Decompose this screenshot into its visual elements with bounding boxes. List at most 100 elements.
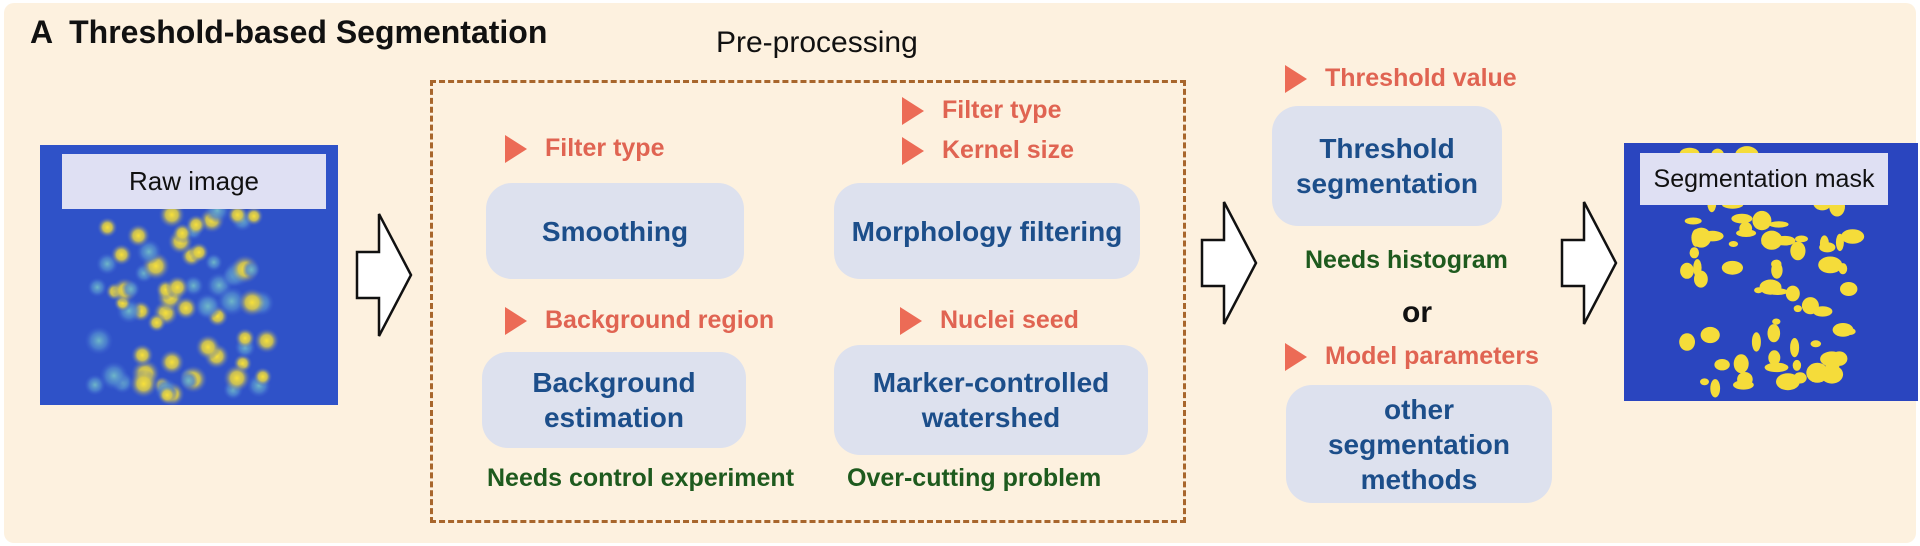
mask-blob: [1680, 262, 1694, 279]
param-threshold-value: Threshold value: [1285, 64, 1517, 93]
nucleus-blob: [146, 312, 167, 333]
mask-blob: [1769, 221, 1789, 228]
mask-blob: [1679, 333, 1695, 351]
mask-blob: [1689, 247, 1699, 259]
box-line: Marker-controlled: [872, 367, 1110, 398]
mask-blob: [1733, 380, 1754, 390]
nucleus-blob: [237, 287, 267, 318]
box-line: methods: [1360, 463, 1478, 495]
nucleus-blob: [158, 349, 185, 376]
mask-blob: [1684, 217, 1702, 225]
mask-blob: [1761, 239, 1775, 247]
mask-blob: [1790, 241, 1806, 261]
threshold-segmentation-box: Threshold segmentation: [1272, 106, 1502, 226]
segmentation-mask-label: Segmentation mask: [1640, 153, 1888, 205]
or-label: or: [1402, 296, 1432, 329]
nucleus-blob: [99, 361, 129, 391]
triangle-marker-icon: [902, 136, 924, 165]
box-line: watershed: [921, 402, 1061, 433]
smoothing-box: Smoothing: [486, 183, 744, 279]
mask-blob: [1774, 235, 1796, 246]
preprocessing-heading: Pre-processing: [716, 26, 918, 59]
mask-blob: [1841, 229, 1865, 244]
box-line: other: [1384, 393, 1454, 425]
mask-blob: [1751, 332, 1761, 352]
nucleus-blob: [165, 275, 190, 300]
mask-blob: [1700, 326, 1720, 344]
param-label: Background region: [545, 306, 775, 334]
mask-blob: [1801, 297, 1819, 315]
background-estimation-box: Background estimation: [482, 352, 746, 448]
mask-blob: [1792, 359, 1802, 371]
mask-blob: [1793, 372, 1807, 384]
mask-blob: [1831, 351, 1848, 366]
nucleus-blob: [110, 243, 133, 266]
panel-label: A: [30, 14, 54, 50]
triangle-marker-icon: [505, 306, 527, 335]
nucleus-blob: [121, 279, 141, 299]
mask-blob: [1772, 318, 1781, 325]
mask-blob: [1693, 259, 1702, 277]
figure-title: A Threshold-based Segmentation: [30, 14, 547, 51]
nucleus-blob: [174, 296, 198, 321]
nucleus-blob: [87, 277, 108, 298]
nucleus-blob: [242, 260, 261, 279]
nucleus-blob: [185, 214, 207, 236]
mask-blob: [1759, 279, 1782, 295]
triangle-marker-icon: [1285, 342, 1307, 371]
nucleus-blob: [129, 369, 159, 399]
nucleus-blob: [226, 204, 249, 226]
watershed-note: Over-cutting problem: [847, 464, 1102, 492]
mask-blob: [1714, 359, 1730, 371]
nucleus-blob: [204, 253, 223, 272]
box-line: Background: [532, 367, 696, 398]
raw-image-label: Raw image: [62, 154, 326, 209]
param-label: Threshold value: [1325, 64, 1517, 92]
param-nuclei-seed: Nuclei seed: [900, 306, 1079, 335]
box-line: Threshold: [1319, 133, 1455, 164]
smoothing-label: Smoothing: [541, 215, 689, 247]
nucleus-blob: [222, 364, 251, 393]
triangle-marker-icon: [1285, 64, 1307, 93]
morphology-filtering-box: Morphology filtering: [834, 183, 1140, 279]
param-kernel-size: Kernel size: [902, 136, 1074, 165]
nucleus-blob: [194, 292, 222, 320]
mask-blob: [1793, 305, 1802, 313]
mask-blob: [1754, 287, 1763, 294]
mask-blob: [1691, 227, 1712, 248]
nucleus-blob: [195, 334, 221, 361]
nucleus-blob: [130, 343, 154, 367]
param-morphology-filter-type: Filter type: [902, 96, 1061, 125]
mask-blob: [1795, 235, 1808, 243]
other-segmentation-methods-box: other segmentation methods: [1286, 385, 1552, 503]
nucleus-blob: [179, 371, 198, 390]
mask-blob: [1818, 256, 1843, 274]
mask-blob: [1736, 229, 1757, 237]
param-label: Nuclei seed: [940, 306, 1079, 334]
morphology-label: Morphology filtering: [851, 215, 1123, 247]
param-model-parameters: Model parameters: [1285, 342, 1539, 371]
triangle-marker-icon: [902, 96, 924, 125]
param-label: Kernel size: [942, 136, 1075, 164]
nucleus-blob: [253, 367, 273, 387]
param-smoothing-filter-type: Filter type: [505, 134, 664, 163]
mask-blob: [1710, 379, 1721, 398]
hollow-right-arrow-icon: [1560, 201, 1618, 325]
mask-blob: [1771, 261, 1783, 279]
mask-blob: [1733, 354, 1749, 374]
figure-title-text: Threshold-based Segmentation: [69, 14, 548, 50]
mask-blob: [1832, 323, 1854, 337]
param-label: Filter type: [545, 134, 665, 162]
background-note: Needs control experiment: [487, 464, 795, 492]
mask-blob: [1810, 340, 1822, 348]
mask-blob: [1840, 282, 1858, 296]
mask-blob: [1819, 242, 1836, 253]
param-label: Model parameters: [1325, 342, 1539, 370]
mask-blob: [1768, 350, 1781, 366]
nucleus-blob: [234, 327, 256, 349]
box-line: segmentation: [1327, 428, 1511, 460]
triangle-marker-icon: [505, 134, 527, 163]
nucleus-blob: [157, 385, 178, 405]
mask-blob: [1838, 263, 1848, 275]
